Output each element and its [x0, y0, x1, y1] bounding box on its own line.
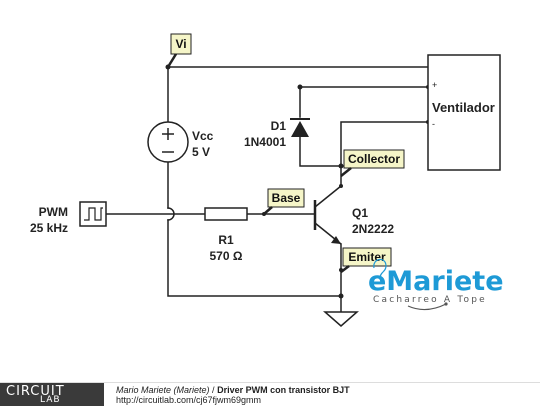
d1-part: 1N4001 [244, 135, 286, 149]
junction-dot [338, 163, 344, 169]
transistor-q1 [313, 185, 342, 245]
wire-fan-minus [340, 121, 429, 167]
pwm-name: PWM [39, 205, 68, 219]
vcc-value: 5 V [192, 145, 210, 159]
footer-author[interactable]: Mario Mariete (Mariete) [116, 385, 210, 395]
footer-separator: / [212, 385, 215, 395]
tag-collector: Collector [340, 149, 405, 177]
wire-left-bottom [167, 219, 342, 297]
r1-name: R1 [218, 233, 234, 247]
footer-title[interactable]: Driver PWM con transistor BJT [217, 385, 350, 395]
vcc-source [147, 121, 189, 163]
emariete-logo: eMariete Cacharreo A Tope [368, 258, 504, 311]
footer-url[interactable]: http://circuitlab.com/cj67fjwm69gmm [116, 395, 262, 405]
tag-base: Base [263, 188, 305, 215]
footer-bar: CIRCUIT LAB Mario Mariete (Mariete) / Dr… [0, 382, 540, 406]
lightbulb-icon [373, 258, 387, 279]
tag-collector-label: Collector [348, 152, 400, 166]
pwm-freq: 25 kHz [30, 221, 68, 235]
fan-minus-label: - [432, 119, 435, 129]
junction-dot [297, 84, 303, 90]
logo-tagline: Cacharreo A Tope [373, 295, 487, 305]
footer-brand-sub: LAB [40, 395, 61, 405]
resistor-r1 [204, 207, 248, 221]
vcc-name: Vcc [192, 129, 214, 143]
ground-symbol [323, 311, 359, 327]
q1-part: 2N2222 [352, 222, 394, 236]
circuitlab-logo[interactable]: CIRCUIT LAB [0, 383, 104, 406]
d1-name: D1 [271, 119, 287, 133]
logo-dot [444, 302, 448, 306]
footer-author-line: Mario Mariete (Mariete) / Driver PWM con… [116, 385, 350, 395]
fan-name: Ventilador [432, 100, 495, 115]
r1-value: 570 Ω [210, 249, 243, 263]
logo-name: eMariete [368, 266, 504, 297]
fan-plus-label: + [432, 80, 437, 90]
tag-emitter-label: Emiter [348, 250, 386, 264]
logo-swoosh [407, 303, 447, 311]
diode-d1 [290, 118, 310, 137]
wire-diode-bottom [299, 136, 342, 187]
tag-vi-label: Vi [175, 37, 186, 51]
circuit-schematic: Vi Collector Base Emiter Vcc 5 V D1 1N40… [30, 33, 504, 327]
tag-base-label: Base [272, 191, 301, 205]
junction-dot [338, 293, 344, 299]
q1-name: Q1 [352, 206, 368, 220]
tag-vi: Vi [166, 33, 192, 68]
fan-box [427, 54, 501, 171]
pwm-source [79, 201, 107, 227]
footer-brand: CIRCUIT [6, 384, 65, 399]
